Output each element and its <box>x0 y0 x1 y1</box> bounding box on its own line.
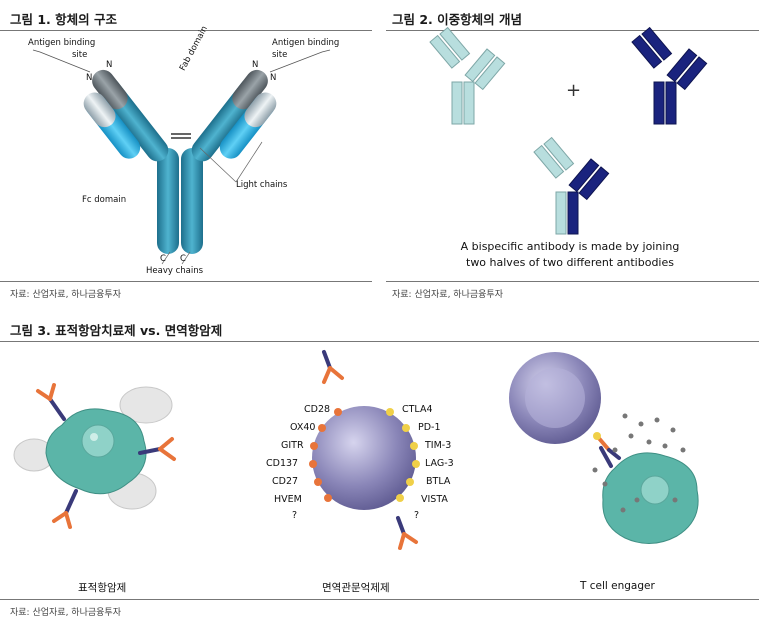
n-terminus-3: N <box>252 60 259 70</box>
heavy-chain-arm-left <box>92 69 169 162</box>
marker-left-2: GITR <box>281 440 304 451</box>
bispecific-caption-line2: two halves of two different antibodies <box>466 256 674 269</box>
figure3-title: 그림 3. 표적항암치료제 vs. 면역항암제 <box>10 323 223 338</box>
antibody-light-blue <box>429 26 506 125</box>
figure1-top-rule <box>0 30 372 31</box>
light-chain-right <box>219 92 277 159</box>
marker-left-6: ? <box>292 510 298 521</box>
site-label-left: site <box>72 50 88 60</box>
figure2-title: 그림 2. 이중항체의 개념 <box>392 12 523 27</box>
antibody-bispecific <box>533 136 610 235</box>
bispecific-caption-line1: A bispecific antibody is made by joining <box>460 240 680 253</box>
c-terminus-2: C <box>180 254 186 264</box>
n-terminus-1: N <box>86 73 93 83</box>
antibody-structure-diagram <box>32 49 331 265</box>
marker-right-2: TIM-3 <box>425 440 452 451</box>
marker-left-3: CD137 <box>266 458 299 469</box>
figure3-bottom-rule <box>0 599 759 600</box>
marker-left-4: CD27 <box>272 476 299 487</box>
figure2-top-rule <box>386 30 759 31</box>
marker-right-6: ? <box>414 510 420 521</box>
marker-left-1: OX40 <box>290 422 316 433</box>
antibody-navy <box>631 26 708 125</box>
plus-sign: + <box>566 80 582 101</box>
figure1-title: 그림 1. 항체의 구조 <box>10 12 118 27</box>
n-terminus-2: N <box>106 60 113 70</box>
caption-t-cell-engager: T cell engager <box>580 580 655 592</box>
marker-right-1: PD-1 <box>418 422 441 433</box>
marker-left-0: CD28 <box>304 404 331 415</box>
fc-domain-label: Fc domain <box>82 195 127 205</box>
antigen-binding-label-right: Antigen binding <box>272 38 340 48</box>
caption-checkpoint-inhibitor: 면역관문억제제 <box>322 582 390 594</box>
t-cell <box>312 406 416 510</box>
checkpoint-inhibitor-diagram <box>309 350 420 550</box>
heavy-chain-arm-right <box>191 69 268 162</box>
caption-targeted-therapy: 표적항암제 <box>78 582 127 594</box>
marker-right-5: VISTA <box>421 494 448 505</box>
marker-left-5: HVEM <box>274 494 302 505</box>
marker-right-4: BTLA <box>426 476 451 487</box>
figure2-source: 자료: 산업자료, 하나금융투자 <box>392 290 503 300</box>
marker-right-0: CTLA4 <box>402 404 433 415</box>
figure1-source: 자료: 산업자료, 하나금융투자 <box>10 290 121 300</box>
targeted-therapy-diagram <box>13 383 176 529</box>
heavy-chain-stem-left <box>157 148 179 254</box>
figure1-bottom-rule <box>0 281 372 282</box>
light-chain-left <box>83 92 141 159</box>
bispecific-antibody-diagram <box>429 26 708 235</box>
site-label-right: site <box>272 50 288 60</box>
heavy-chain-stem-right <box>181 148 203 254</box>
c-terminus-1: C <box>160 254 166 264</box>
marker-right-3: LAG-3 <box>425 458 454 469</box>
heavy-chains-label: Heavy chains <box>146 266 204 276</box>
t-cell-engager-diagram <box>509 352 699 544</box>
light-chains-label: Light chains <box>236 180 288 190</box>
antigen-binding-label-left: Antigen binding <box>28 38 96 48</box>
figure2-bottom-rule <box>386 281 759 282</box>
n-terminus-4: N <box>270 73 277 83</box>
figure3-source: 자료: 산업자료, 하나금융투자 <box>10 608 121 618</box>
figure3-top-rule <box>0 341 759 342</box>
